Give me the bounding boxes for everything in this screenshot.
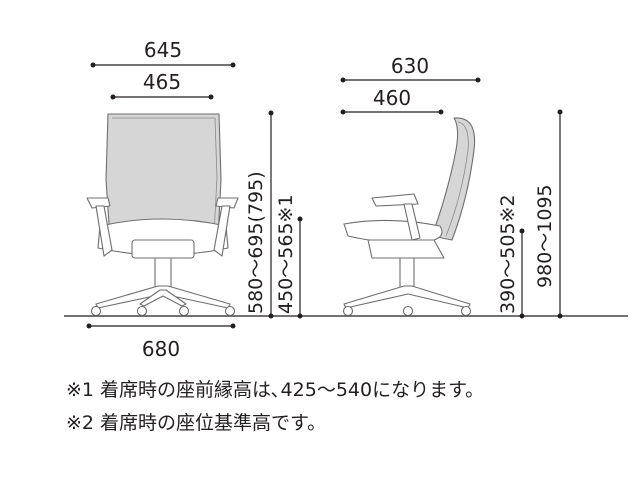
dim-label: 465 bbox=[143, 70, 181, 94]
side-caster-1 bbox=[342, 305, 354, 317]
dim-side-overall-depth: 630 bbox=[340, 54, 481, 83]
front-caster-3 bbox=[178, 305, 190, 317]
dim-front-overall-width: 645 bbox=[90, 38, 236, 68]
side-cylinder bbox=[399, 257, 415, 289]
side-backrest-frame bbox=[445, 121, 469, 237]
dim-label: 580～695(795) bbox=[245, 171, 267, 314]
side-mechanism bbox=[367, 239, 445, 259]
dim-side-seat-height: 390～505※2 bbox=[497, 194, 525, 319]
side-view-chair bbox=[342, 117, 476, 317]
front-view-chair bbox=[86, 113, 239, 317]
side-backrest bbox=[431, 117, 476, 241]
front-right-armpad bbox=[215, 197, 239, 209]
front-caster-2 bbox=[136, 305, 148, 317]
dim-label: 680 bbox=[142, 337, 180, 361]
dim-label: 390～505※2 bbox=[497, 194, 519, 314]
front-base-center-leg bbox=[139, 289, 187, 307]
front-caster-4 bbox=[224, 305, 236, 317]
dim-front-base-width: 680 bbox=[86, 323, 236, 361]
front-right-armpost bbox=[213, 205, 231, 257]
dim-label: 980～1095 bbox=[534, 184, 556, 288]
dim-label: 460 bbox=[373, 86, 411, 110]
dim-label: 450～565※1 bbox=[275, 194, 297, 314]
side-caster-2 bbox=[402, 305, 414, 317]
footnote-1: ※1 着席時の座前縁高は､425～540になります。 bbox=[66, 379, 485, 401]
dim-side-overall-height: 980～1095 bbox=[534, 109, 563, 319]
dim-side-seat-depth: 460 bbox=[340, 86, 444, 115]
side-armpost bbox=[403, 203, 421, 241]
front-caster-1 bbox=[90, 305, 102, 317]
dim-label: 630 bbox=[391, 54, 429, 78]
side-base bbox=[343, 285, 471, 309]
front-seat bbox=[97, 218, 229, 256]
footnotes: ※1 着席時の座前縁高は､425～540になります。 ※2 着席時の座位基準高で… bbox=[66, 374, 484, 440]
dim-front-back-width: 465 bbox=[110, 70, 214, 100]
front-base bbox=[95, 285, 231, 309]
front-mechanism bbox=[131, 239, 195, 259]
dimension-annotations: 645 465 680 580～695(795) 450～565※1 bbox=[86, 38, 563, 361]
side-seat bbox=[343, 219, 443, 243]
side-armpad bbox=[371, 193, 419, 207]
front-left-armpost bbox=[95, 205, 113, 257]
front-cylinder bbox=[154, 257, 172, 289]
dim-label: 645 bbox=[144, 38, 182, 62]
dim-front-seat-height: 580～695(795) bbox=[245, 110, 274, 319]
footnote-2: ※2 着席時の座位基準高です。 bbox=[66, 412, 327, 434]
dim-front-armrest-height: 450～565※1 bbox=[275, 194, 303, 319]
side-caster-3 bbox=[460, 305, 472, 317]
front-left-armpad bbox=[86, 197, 111, 209]
